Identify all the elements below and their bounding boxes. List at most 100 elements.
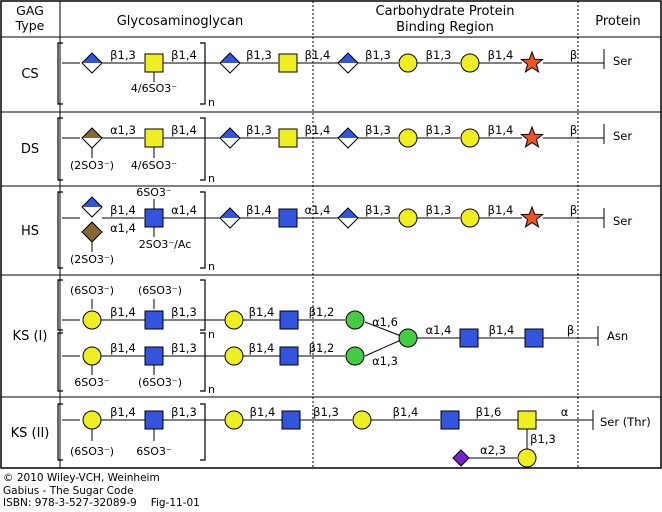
ks1-link-7: β xyxy=(567,323,574,337)
header-binding-region-1: Carbohydrate Protein xyxy=(376,4,515,19)
ks1-man-core xyxy=(398,328,418,348)
hs-link-1: β1,4 xyxy=(246,203,272,217)
row-type-ds: DS xyxy=(21,142,39,157)
ks1-gal-repeat-lower xyxy=(82,346,102,366)
ks1-sub-1: (6SO3⁻) xyxy=(70,284,114,297)
hs-glcnac-repeat xyxy=(144,208,164,228)
ks1-glcnac-core-1 xyxy=(459,328,479,348)
sugar-symbols xyxy=(81,50,544,468)
ks1-repeat-link-2: β1,3 xyxy=(171,305,197,319)
ks1-link-6: β1,4 xyxy=(489,323,515,337)
ks2-gal-repeat xyxy=(82,410,102,430)
hs-repeat-link-2: α1,4 xyxy=(110,221,136,235)
ds-sub-2: 4/6SO3⁻ xyxy=(131,159,177,172)
ds-galnac-repeat xyxy=(144,128,164,148)
ks2-glcnac-repeat xyxy=(144,410,164,430)
ks2-link-6: β1,3 xyxy=(530,432,556,446)
ks1-glcnac-core-2 xyxy=(524,328,544,348)
linkage-layer: β1,3 β1,4 4/6SO3⁻ β1,3 β1,4 β1,3 β1,3 β1,4 β (2SO… xyxy=(62,48,604,459)
ks1-link-alpha13: α1,3 xyxy=(372,354,398,368)
ks1-sub-3: 6SO3⁻ xyxy=(74,376,110,389)
ks1-sub-4: (6SO3⁻) xyxy=(138,376,182,389)
ds-gal-1 xyxy=(398,128,418,148)
ks2-link-4: β1,6 xyxy=(476,405,502,419)
ds-link-5: β1,4 xyxy=(488,123,514,137)
ks2-glcnac-1 xyxy=(281,410,301,430)
credit-copyright: © 2010 Wiley-VCH, Weinheim xyxy=(3,472,160,484)
ks2-link-3: β1,4 xyxy=(393,405,419,419)
ks2-neuac xyxy=(452,449,470,467)
ks1-glcnac-lower xyxy=(279,346,299,366)
hs-glca xyxy=(219,207,241,229)
ks1-link-4: β1,2 xyxy=(309,341,335,355)
ks2-repeat-link-2: β1,3 xyxy=(171,405,197,419)
hs-link-4: β1,3 xyxy=(426,203,452,217)
ks1-glcnac-upper xyxy=(279,310,299,330)
row-type-hs: HS xyxy=(21,224,39,239)
hs-bracket-n: n xyxy=(208,260,215,273)
ks2-link-7: α2,3 xyxy=(480,443,506,457)
ds-glca xyxy=(219,127,241,149)
hs-sub-2: 6SO3⁻ xyxy=(136,186,172,199)
ks1-glcnac-repeat-lower xyxy=(144,346,164,366)
ds-repeat-link-1: α1,3 xyxy=(110,123,136,137)
ks1-gal-upper xyxy=(224,310,244,330)
cs-glca-repeat xyxy=(81,52,103,74)
table-grid xyxy=(0,0,662,469)
row-type-cs: CS xyxy=(21,67,38,82)
ks1-repeat-link-4: β1,3 xyxy=(171,341,197,355)
ks1-link-1: β1,4 xyxy=(249,305,275,319)
ds-link-3: β1,3 xyxy=(365,123,391,137)
amino-acid-ds: Ser xyxy=(613,129,632,143)
ds-xyl xyxy=(520,125,544,149)
hs-bracket: n xyxy=(57,191,215,273)
ds-idoa-repeat xyxy=(81,127,103,149)
ks2-bracket xyxy=(57,403,206,461)
amino-acid-cs: Ser xyxy=(613,54,632,68)
ks1-bracket-lower: n xyxy=(57,332,215,396)
ks2-repeat-link-1: β1,4 xyxy=(110,405,136,419)
ds-galnac xyxy=(278,128,298,148)
hs-link-2: α1,4 xyxy=(305,203,331,217)
cs-link-6: β xyxy=(570,48,577,62)
ds-link-4: β1,3 xyxy=(426,123,452,137)
cs-glca xyxy=(219,52,241,74)
ks1-link-5: α1,4 xyxy=(426,323,452,337)
row-type-ks2: KS (II) xyxy=(11,426,50,441)
hs-glca-linker xyxy=(337,207,359,229)
ks2-link-2: β1,3 xyxy=(313,405,339,419)
credit-isbn: ISBN: 978-3-527-32089-9 xyxy=(3,497,137,509)
row-type-ks1: KS (I) xyxy=(13,329,48,344)
cs-link-4: β1,3 xyxy=(426,48,452,62)
hs-link-3: β1,3 xyxy=(365,203,391,217)
header-binding-region-2: Binding Region xyxy=(396,20,494,35)
ks2-glcnac-2 xyxy=(440,410,460,430)
cs-link-5: β1,4 xyxy=(488,48,514,62)
ds-link-6: β xyxy=(570,123,577,137)
protein-ticks xyxy=(592,49,605,430)
hs-sub-1: (2SO3⁻) xyxy=(70,253,114,266)
ks2-sub-1: (6SO3⁻) xyxy=(70,445,114,458)
ds-link-2: β1,4 xyxy=(305,123,331,137)
ks1-link-3: β1,4 xyxy=(249,341,275,355)
hs-link-5: β1,4 xyxy=(488,203,514,217)
hs-idoa-repeat xyxy=(81,221,103,243)
ks2-gal-branch xyxy=(517,448,537,468)
ks2-link-1: β1,4 xyxy=(250,405,276,419)
hs-glcnac xyxy=(278,208,298,228)
ds-link-1: β1,3 xyxy=(246,123,272,137)
hs-link-6: β xyxy=(570,203,577,217)
ds-repeat-link-2: β1,4 xyxy=(171,123,197,137)
hs-repeat-link-3: α1,4 xyxy=(171,203,197,217)
cs-bracket: n xyxy=(57,42,215,109)
ks1-man-upper xyxy=(345,310,365,330)
cs-bracket-n: n xyxy=(208,96,215,109)
hs-gal-2 xyxy=(460,208,480,228)
cs-link-3: β1,3 xyxy=(365,48,391,62)
hs-gal-1 xyxy=(398,208,418,228)
ks2-link-5: α xyxy=(561,405,569,419)
ks1-man-lower xyxy=(345,346,365,366)
cs-repeat-link-2: β1,4 xyxy=(171,48,197,62)
hs-glca-repeat xyxy=(81,196,103,218)
credit-book: Gabius - The Sugar Code xyxy=(3,484,134,497)
